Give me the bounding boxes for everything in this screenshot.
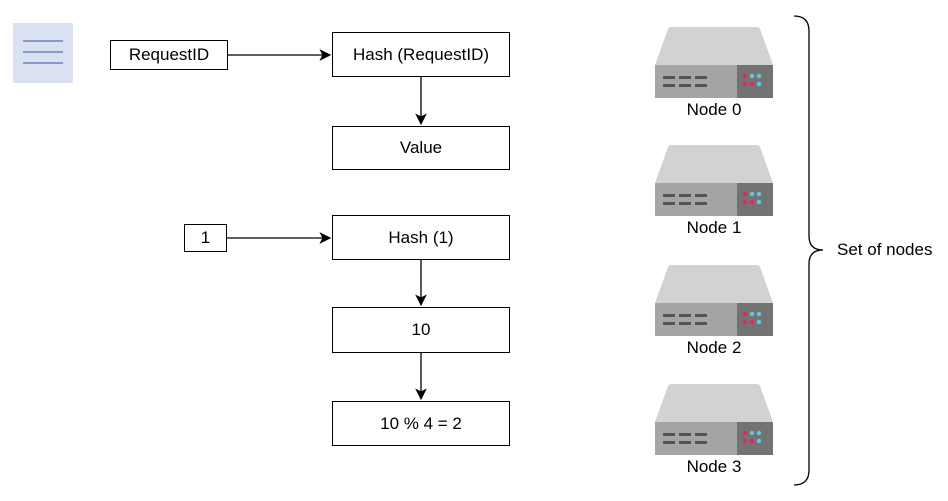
server-icon — [655, 384, 773, 455]
server-icon — [655, 27, 773, 98]
node-2: Node 2 — [655, 265, 773, 360]
node-label: Node 2 — [686, 338, 742, 357]
server-icon — [655, 265, 773, 336]
set-of-nodes-label: Set of nodes — [837, 240, 933, 259]
node-label: Node 1 — [686, 218, 742, 237]
value-box: Value — [332, 126, 510, 170]
request-id-box: RequestID — [110, 40, 228, 70]
hash-request-id-box: Hash (RequestID) — [332, 32, 510, 77]
menu-button[interactable] — [13, 23, 73, 83]
server-icon — [655, 145, 773, 216]
ten-box: 10 — [332, 307, 510, 353]
modulo-box: 10 % 4 = 2 — [332, 401, 510, 446]
node-label: Node 3 — [686, 457, 742, 476]
node-0: Node 0 — [655, 27, 773, 122]
curly-brace-icon — [793, 15, 824, 486]
node-label: Node 0 — [686, 100, 742, 119]
hash-one-box: Hash (1) — [332, 215, 510, 260]
node-3: Node 3 — [655, 384, 773, 479]
one-box: 1 — [184, 224, 227, 252]
hamburger-menu-icon — [23, 40, 63, 64]
node-1: Node 1 — [655, 145, 773, 240]
